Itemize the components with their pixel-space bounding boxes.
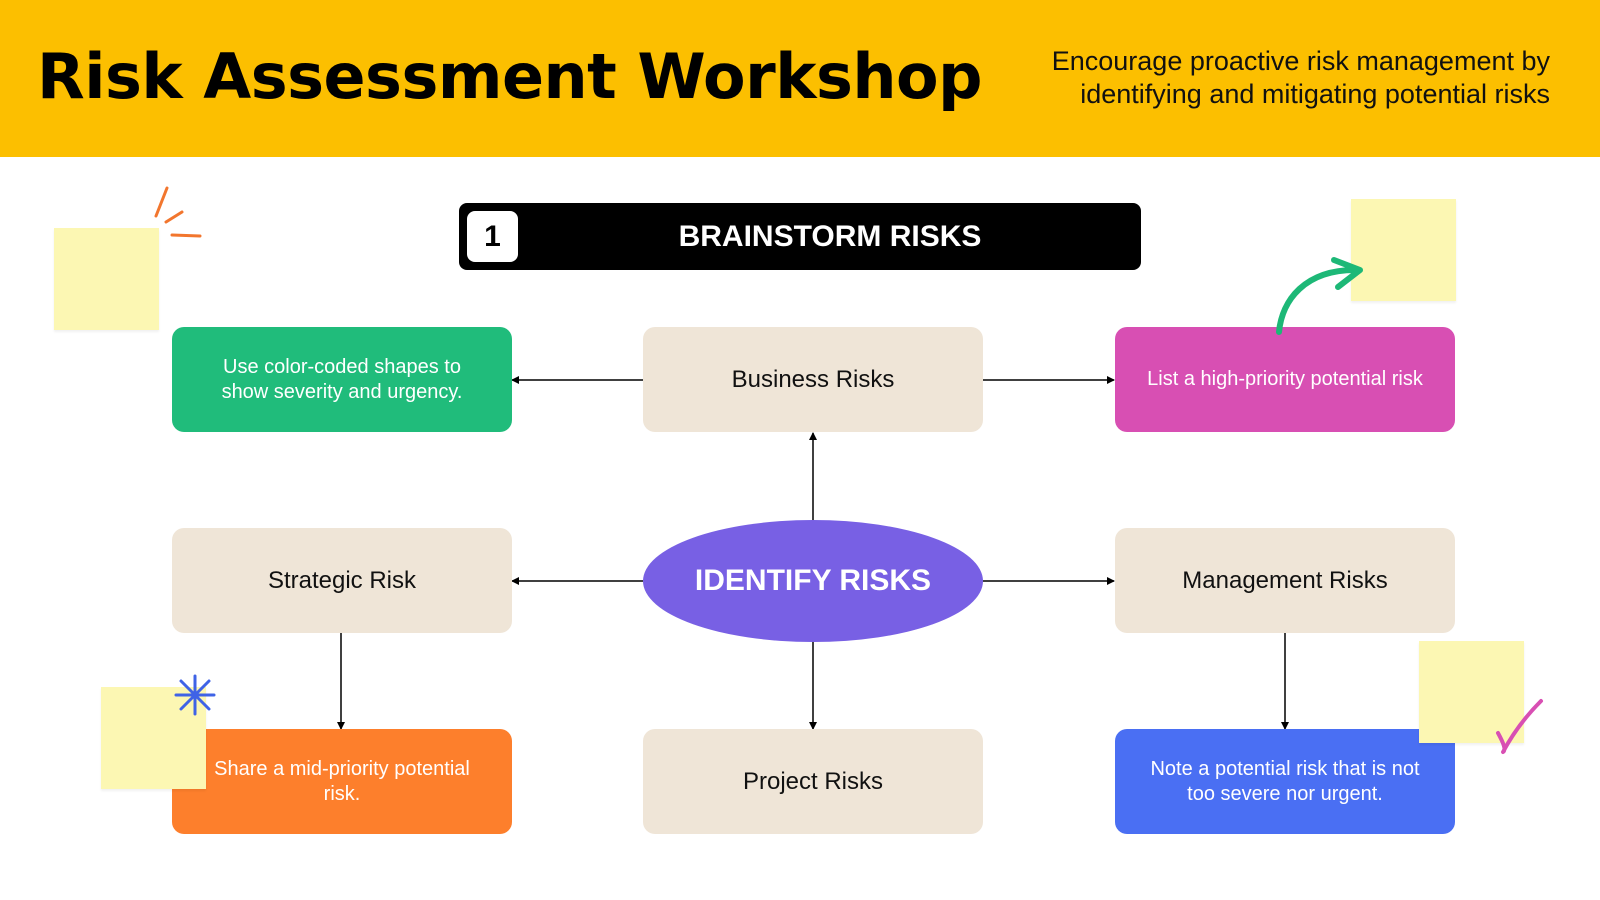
note-low-priority[interactable]: Note a potential risk that is not too se… (1115, 729, 1455, 834)
checkmark-icon (1496, 699, 1543, 754)
sticky-note-top-right[interactable] (1351, 199, 1456, 301)
curved-arrow-icon (1276, 267, 1358, 335)
identify-risks-node[interactable]: IDENTIFY RISKS (643, 520, 983, 642)
note-high-priority[interactable]: List a high-priority potential risk (1115, 327, 1455, 432)
page-title: Risk Assessment Workshop (37, 40, 982, 113)
project-risks-box[interactable]: Project Risks (643, 729, 983, 834)
sticky-note-bottom-right[interactable] (1419, 641, 1524, 743)
sticky-note-top-left[interactable] (54, 228, 159, 330)
note-mid-priority[interactable]: Share a mid-priority potential risk. (172, 729, 512, 834)
management-risks-box[interactable]: Management Risks (1115, 528, 1455, 633)
asterisk-icon (174, 674, 216, 716)
burst-lines-icon (154, 186, 202, 238)
page-subtitle: Encourage proactive risk management by i… (1051, 46, 1550, 109)
step-banner: 1 BRAINSTORM RISKS (459, 203, 1141, 270)
strategic-risk-box[interactable]: Strategic Risk (172, 528, 512, 633)
curved-arrow-head-icon (1331, 257, 1363, 290)
step-number: 1 (467, 211, 518, 262)
sticky-note-bottom-left[interactable] (101, 687, 206, 789)
step-label: BRAINSTORM RISKS (678, 220, 982, 253)
business-risks-box[interactable]: Business Risks (643, 327, 983, 432)
header-banner: Risk Assessment Workshop Encourage proac… (0, 0, 1600, 157)
note-color-coded-shapes[interactable]: Use color-coded shapes to show severity … (172, 327, 512, 432)
